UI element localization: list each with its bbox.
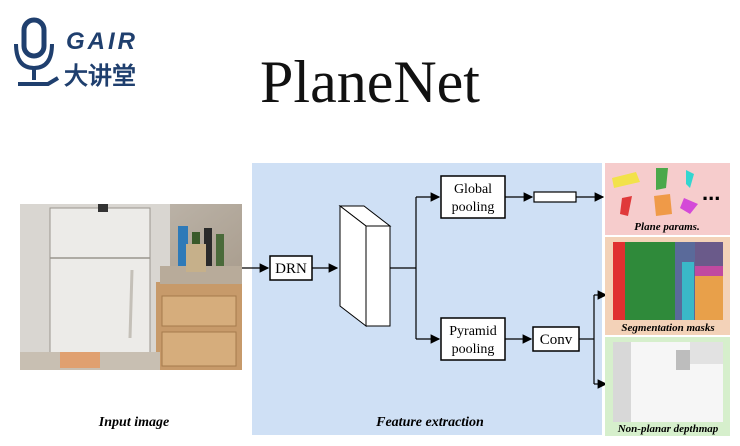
segmentation-caption: Segmentation masks xyxy=(621,322,714,334)
pyramid-pooling-label-2: pooling xyxy=(452,342,495,357)
input-image-caption: Input image xyxy=(98,415,169,430)
slide-title: PlaneNet xyxy=(260,49,480,115)
microphone-icon xyxy=(14,17,60,86)
segmentation-image xyxy=(613,242,723,320)
depthmap-image xyxy=(613,342,723,422)
conv-label: Conv xyxy=(540,332,573,348)
global-pooling-label-1: Global xyxy=(454,182,492,197)
pyramid-pooling-label-1: Pyramid xyxy=(449,324,496,339)
feature-extraction-panel xyxy=(252,163,602,435)
plane-params-caption: Plane params. xyxy=(634,221,699,233)
global-pooling-label-2: pooling xyxy=(452,200,495,215)
gair-logo: GAIR 大讲堂 xyxy=(8,12,168,92)
drn-box xyxy=(269,255,313,281)
logo-brand: GAIR xyxy=(66,28,138,55)
feature-extraction-caption: Feature extraction xyxy=(375,415,484,430)
pyramid-pooling-box xyxy=(440,317,506,361)
drn-label: DRN xyxy=(275,261,307,277)
plane-params-ellipsis: ... xyxy=(702,180,720,205)
plane-shapes xyxy=(612,168,698,216)
conv-box xyxy=(532,326,580,352)
global-pooling-box xyxy=(440,175,506,219)
depthmap-caption: Non-planar depthmap xyxy=(617,423,719,435)
input-image xyxy=(20,204,242,370)
feature-block xyxy=(338,204,392,328)
logo-subtitle: 大讲堂 xyxy=(64,62,136,90)
feature-vector xyxy=(533,191,577,203)
